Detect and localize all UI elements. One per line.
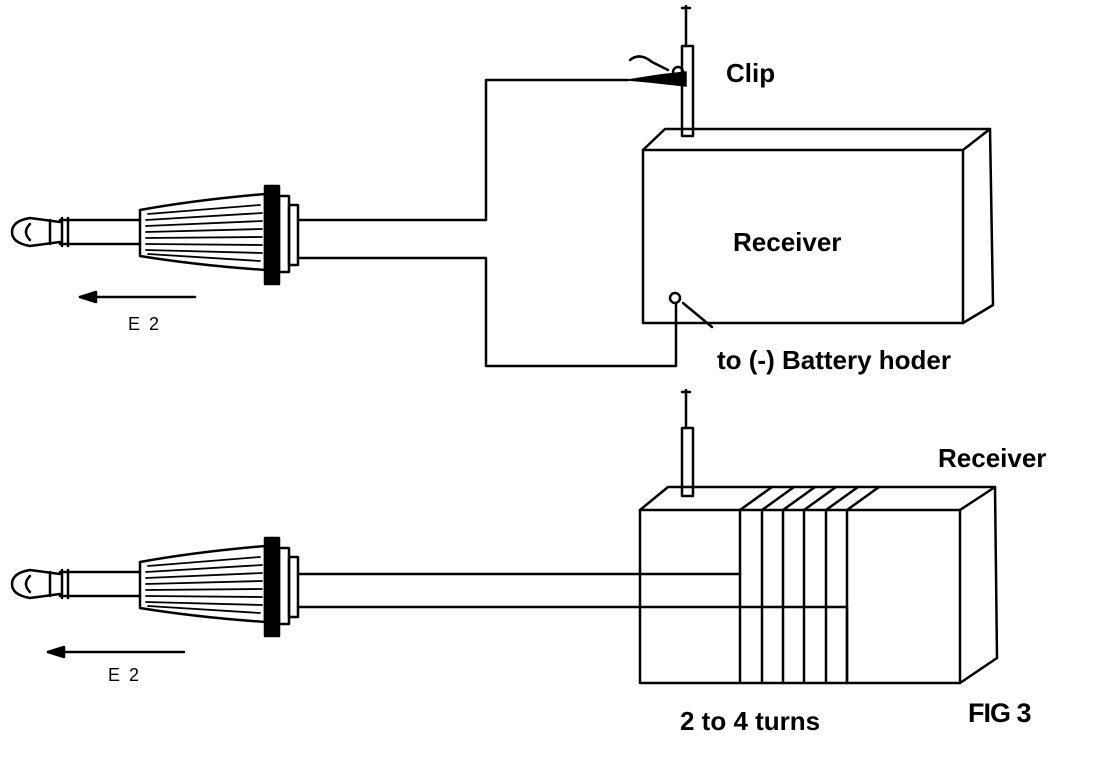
figure-label: FIG 3 — [968, 698, 1032, 728]
bottom-lower-wire — [296, 605, 849, 685]
battery-terminal-icon — [668, 291, 714, 329]
top-lower-wire — [296, 256, 678, 368]
top-receiver-box — [641, 127, 995, 325]
top-antenna — [680, 4, 695, 138]
clip-icon — [627, 55, 687, 87]
top-arrow-icon — [78, 290, 197, 304]
top-plug-icon — [10, 184, 300, 286]
bottom-plug-icon — [10, 536, 300, 638]
top-receiver-label: Receiver — [733, 227, 842, 257]
top-upper-wire — [296, 78, 630, 222]
bottom-receiver-label: Receiver — [938, 443, 1047, 473]
battery-holder-label: to (-) Battery hoder — [717, 345, 951, 375]
turns-label: 2 to 4 turns — [680, 706, 821, 736]
bottom-receiver-box — [638, 485, 999, 685]
clip-label: Clip — [726, 58, 776, 88]
bottom-arrow-icon — [46, 645, 186, 659]
coil-turns — [738, 485, 881, 685]
bottom-antenna — [680, 388, 695, 498]
top-plug-label: E 2 — [128, 314, 162, 334]
bottom-plug-label: E 2 — [108, 665, 142, 685]
